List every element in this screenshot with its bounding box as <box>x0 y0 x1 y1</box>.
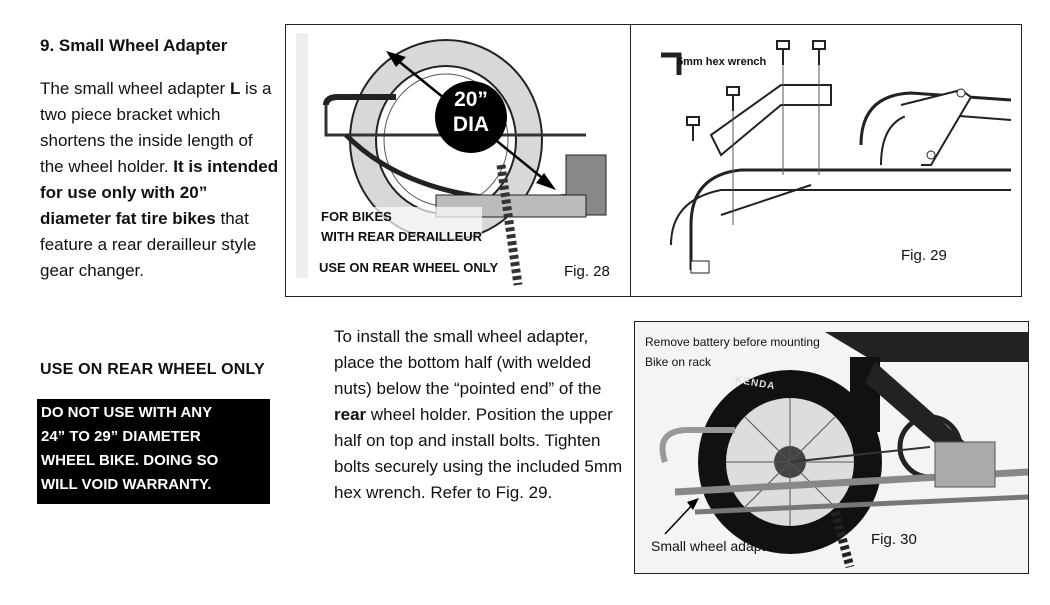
fig28-note-line-1: FOR BIKES <box>321 209 392 224</box>
warning-line-4: WILL VOID WARRANTY. <box>41 476 212 493</box>
install-text-2: wheel holder. Position the upper half on… <box>334 405 623 502</box>
warning-box: DO NOT USE WITH ANY 24” TO 29” DIAMETER … <box>37 399 270 504</box>
fig28-badge-line-1: 20” <box>454 88 488 111</box>
install-text-1: To install the small wheel adapter, plac… <box>334 327 602 398</box>
warning-line-2: 24” TO 29” DIAMETER <box>41 428 201 445</box>
fig28-illustration <box>296 33 607 286</box>
fig29-wrench-label: 5mm hex wrench <box>677 56 767 68</box>
fig30-label: Fig. 30 <box>871 531 917 548</box>
figure-30: Remove battery before mounting Bike on r… <box>634 321 1029 574</box>
warning-line-3: WHEEL BIKE. DOING SO <box>41 452 219 469</box>
install-instructions: To install the small wheel adapter, plac… <box>334 324 624 506</box>
intro-bold-1: L <box>229 79 241 98</box>
fig30-note-line-2: Bike on rack <box>645 355 712 369</box>
fig28-label: Fig. 28 <box>564 263 610 280</box>
fig28-note-line-3: USE ON REAR WHEEL ONLY <box>319 260 499 275</box>
fig29-illustration <box>661 40 1012 274</box>
figure-28: 20” DIA FOR BIKES WITH REAR DERAILLEUR U… <box>285 24 633 297</box>
warning-line-1: DO NOT USE WITH ANY <box>41 404 213 421</box>
rear-wheel-only-note: USE ON REAR WHEEL ONLY <box>40 361 265 378</box>
fig29-label: Fig. 29 <box>901 247 947 264</box>
fig30-photo <box>635 322 1028 573</box>
intro-paragraph: The small wheel adapter L is a two piece… <box>40 76 280 284</box>
section-heading: 9. Small Wheel Adapter <box>40 36 228 55</box>
intro-bold-2: It is intended for use only with 20” dia… <box>40 157 279 228</box>
fig30-pointer-label: Small wheel adapter <box>651 538 778 554</box>
intro-text-1: The small wheel adapter <box>40 79 230 98</box>
fig30-note-line-1: Remove battery before mounting <box>645 335 820 349</box>
hex-wrench-icon <box>661 52 682 75</box>
fig28-note-line-2: WITH REAR DERAILLEUR <box>321 229 483 244</box>
figure-29: 5mm hex wrench Fig. 29 <box>630 24 1022 297</box>
install-bold: rear <box>334 405 367 424</box>
intro-text-3: that feature a rear derailleur style gea… <box>40 209 257 280</box>
fig28-badge-line-2: DIA <box>452 113 490 136</box>
intro-text-2: is a two piece bracket which shortens th… <box>40 79 272 176</box>
